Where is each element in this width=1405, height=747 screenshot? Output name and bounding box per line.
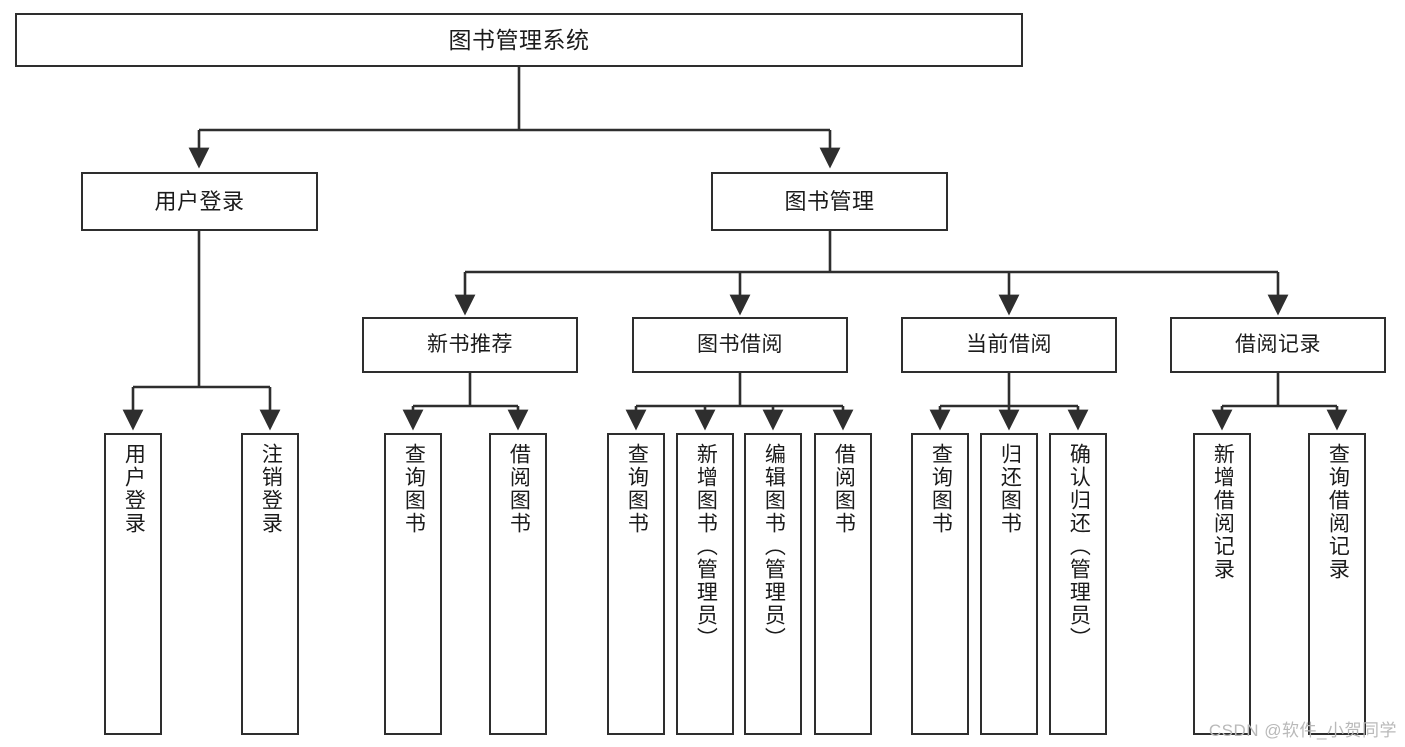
node-user-login-label: 用户登录 [154,188,245,214]
node-leaf-query-book-2[interactable]: 查询图书 [607,433,665,735]
csdn-watermark: CSDN @软件_小贺同学 [1208,721,1397,740]
node-leaf-borrow-book-2-label: 借阅图书 [832,443,856,535]
node-leaf-query-record-label: 查询借阅记录 [1326,443,1350,581]
node-new-book-recommend[interactable]: 新书推荐 [362,317,578,373]
node-book-borrow[interactable]: 图书借阅 [632,317,848,373]
node-leaf-query-book-1[interactable]: 查询图书 [384,433,442,735]
node-leaf-edit-book-label: 编辑图书（管理员） [762,443,786,650]
node-leaf-user-login[interactable]: 用户登录 [104,433,162,735]
node-leaf-confirm-return-label: 确认归还（管理员） [1067,443,1091,650]
node-book-borrow-label: 图书借阅 [697,332,783,356]
node-leaf-return-book-label: 归还图书 [998,443,1022,535]
node-leaf-borrow-book-1-label: 借阅图书 [507,443,531,535]
node-current-borrow-label: 当前借阅 [966,332,1052,356]
node-root-system[interactable]: 图书管理系统 [15,13,1023,67]
node-book-management-label: 图书管理 [784,188,875,214]
node-leaf-user-login-label: 用户登录 [122,443,146,535]
node-leaf-add-book-label: 新增图书（管理员） [694,443,718,650]
node-leaf-return-book[interactable]: 归还图书 [980,433,1038,735]
node-leaf-query-book-3[interactable]: 查询图书 [911,433,969,735]
node-leaf-add-book[interactable]: 新增图书（管理员） [676,433,734,735]
node-leaf-add-record-label: 新增借阅记录 [1211,443,1235,581]
node-leaf-logout-label: 注销登录 [259,443,283,535]
node-leaf-logout[interactable]: 注销登录 [241,433,299,735]
node-borrow-record[interactable]: 借阅记录 [1170,317,1386,373]
node-leaf-borrow-book-1[interactable]: 借阅图书 [489,433,547,735]
node-root-system-label: 图书管理系统 [448,26,590,53]
node-book-management[interactable]: 图书管理 [711,172,948,231]
node-leaf-add-record[interactable]: 新增借阅记录 [1193,433,1251,735]
node-leaf-query-book-2-label: 查询图书 [625,443,649,535]
node-leaf-query-record[interactable]: 查询借阅记录 [1308,433,1366,735]
node-user-login[interactable]: 用户登录 [81,172,318,231]
node-leaf-borrow-book-2[interactable]: 借阅图书 [814,433,872,735]
node-current-borrow[interactable]: 当前借阅 [901,317,1117,373]
node-new-book-recommend-label: 新书推荐 [427,332,513,356]
node-borrow-record-label: 借阅记录 [1235,332,1321,356]
node-leaf-query-book-3-label: 查询图书 [929,443,953,535]
node-leaf-edit-book[interactable]: 编辑图书（管理员） [744,433,802,735]
node-leaf-query-book-1-label: 查询图书 [402,443,426,535]
node-leaf-confirm-return[interactable]: 确认归还（管理员） [1049,433,1107,735]
